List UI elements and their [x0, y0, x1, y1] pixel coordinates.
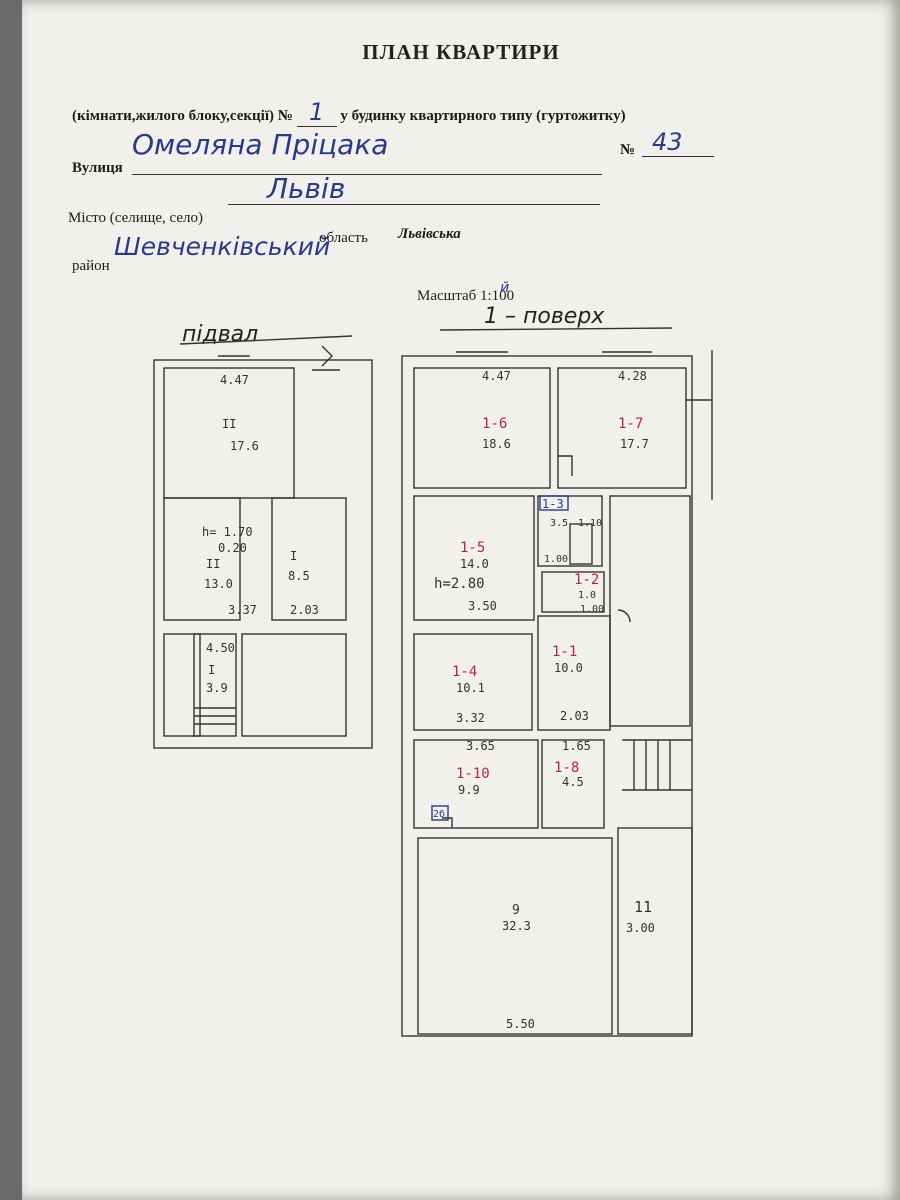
fl-room-13-num: 1-3	[542, 497, 564, 511]
fl-room-11-area: 10.0	[554, 661, 583, 675]
floor-plan-drawing: 4.47 17.6 II h= 1.70 0.20 II 13.0 I 8.5 …	[153, 327, 713, 1037]
region-value: Львівська	[398, 226, 461, 242]
fl-dim-small3: 1.00	[544, 554, 568, 565]
bs-room2-area: 13.0	[204, 577, 233, 591]
fl-dim-small4: 1.00	[580, 604, 604, 615]
bs-room1-area: 17.6	[230, 439, 259, 453]
fl-dim-small1: 3.5	[550, 518, 568, 529]
fl-dim-b: 3.32	[456, 711, 485, 725]
document-title: ПЛАН КВАРТИРИ	[362, 40, 560, 64]
fl-room-14-area: 10.1	[456, 681, 485, 695]
bs-dim-mid1: 3.37	[228, 603, 257, 617]
floor-label: 1 – поверх	[484, 304, 605, 329]
fl-room-110-num: 1-10	[456, 766, 490, 782]
bs-room4-area: 3.9	[206, 681, 228, 695]
scale-text: Масштаб 1:100й	[417, 280, 523, 305]
city-label: Місто (селище, село)	[68, 210, 203, 226]
fl-room-11-num: 1-1	[552, 644, 577, 660]
city-underline	[228, 180, 600, 205]
bs-height2: 0.20	[218, 541, 247, 555]
house-no-underline	[642, 130, 714, 157]
bs-dim-small: 4.50	[206, 641, 235, 655]
bs-room3-area: 8.5	[288, 569, 310, 583]
fl-dim-top2: 4.28	[618, 369, 647, 383]
scale-note: й	[500, 280, 510, 296]
bs-dim-mid2: 2.03	[290, 603, 319, 617]
fl-room-18-area: 4.5	[562, 775, 584, 789]
house-no-value: 43	[652, 128, 683, 156]
fl-room-17-area: 17.7	[620, 437, 649, 451]
fl-dim-d: 3.65	[466, 739, 495, 753]
street-label: Вулиця	[72, 160, 123, 176]
bs-room2-num: II	[206, 557, 220, 571]
fl-dim-a: 3.50	[468, 599, 497, 613]
fl-room-9-num: 9	[512, 903, 520, 918]
district-value: Шевченківський	[114, 232, 331, 261]
fl-room-12-num: 1-2	[574, 572, 599, 588]
scale-value: Масштаб 1:100	[417, 288, 515, 304]
fl-dim-small2: 1.10	[578, 518, 602, 529]
fl-room-14-num: 1-4	[452, 664, 477, 680]
fl-room-17-num: 1-7	[618, 416, 643, 432]
fl-room-12-area: 1.0	[578, 590, 596, 601]
document-sheet: ПЛАН КВАРТИРИ (кімнати,жилого блоку,секц…	[22, 0, 900, 1200]
fl-room-16-area: 18.6	[482, 437, 511, 451]
bs-room3-num: I	[290, 549, 297, 563]
fl-room-16-num: 1-6	[482, 416, 507, 432]
district-label: район	[72, 258, 110, 274]
fl-room-18-num: 1-8	[554, 760, 579, 776]
bs-dim-top: 4.47	[220, 373, 249, 387]
fl-room-11b-area: 3.00	[626, 921, 655, 935]
bs-height: h= 1.70	[202, 525, 253, 539]
bs-room1-num: II	[222, 417, 236, 431]
fl-room-15-num: 1-5	[460, 540, 485, 556]
subtitle-prefix: (кімнати,жилого блоку,секції) №	[72, 108, 293, 124]
street-underline	[132, 148, 602, 175]
fl-boiler: 2б	[433, 808, 445, 820]
fl-height: h=2.80	[434, 576, 485, 592]
subtitle-suffix: у будинку квартирного типу (гуртожитку)	[340, 108, 626, 124]
fl-room-11b-num: 11	[634, 898, 652, 916]
fl-dim-c: 2.03	[560, 709, 589, 723]
region-label: область	[319, 230, 368, 246]
fl-room-15-area: 14.0	[460, 557, 489, 571]
bs-room4-num: I	[208, 663, 215, 677]
fl-dim-e: 1.65	[562, 739, 591, 753]
apartment-number: 1	[296, 98, 337, 127]
fl-room-9-area: 32.3	[502, 919, 531, 933]
fl-dim-top1: 4.47	[482, 369, 511, 383]
fl-room-110-area: 9.9	[458, 783, 480, 797]
city-value: Львів	[267, 172, 346, 205]
fl-dim-bottom: 5.50	[506, 1017, 535, 1031]
subtitle-line: (кімнати,жилого блоку,секції) № 1 у буди…	[72, 98, 626, 127]
house-no-label: №	[620, 142, 636, 158]
street-value: Омеляна Пріцака	[132, 128, 389, 161]
